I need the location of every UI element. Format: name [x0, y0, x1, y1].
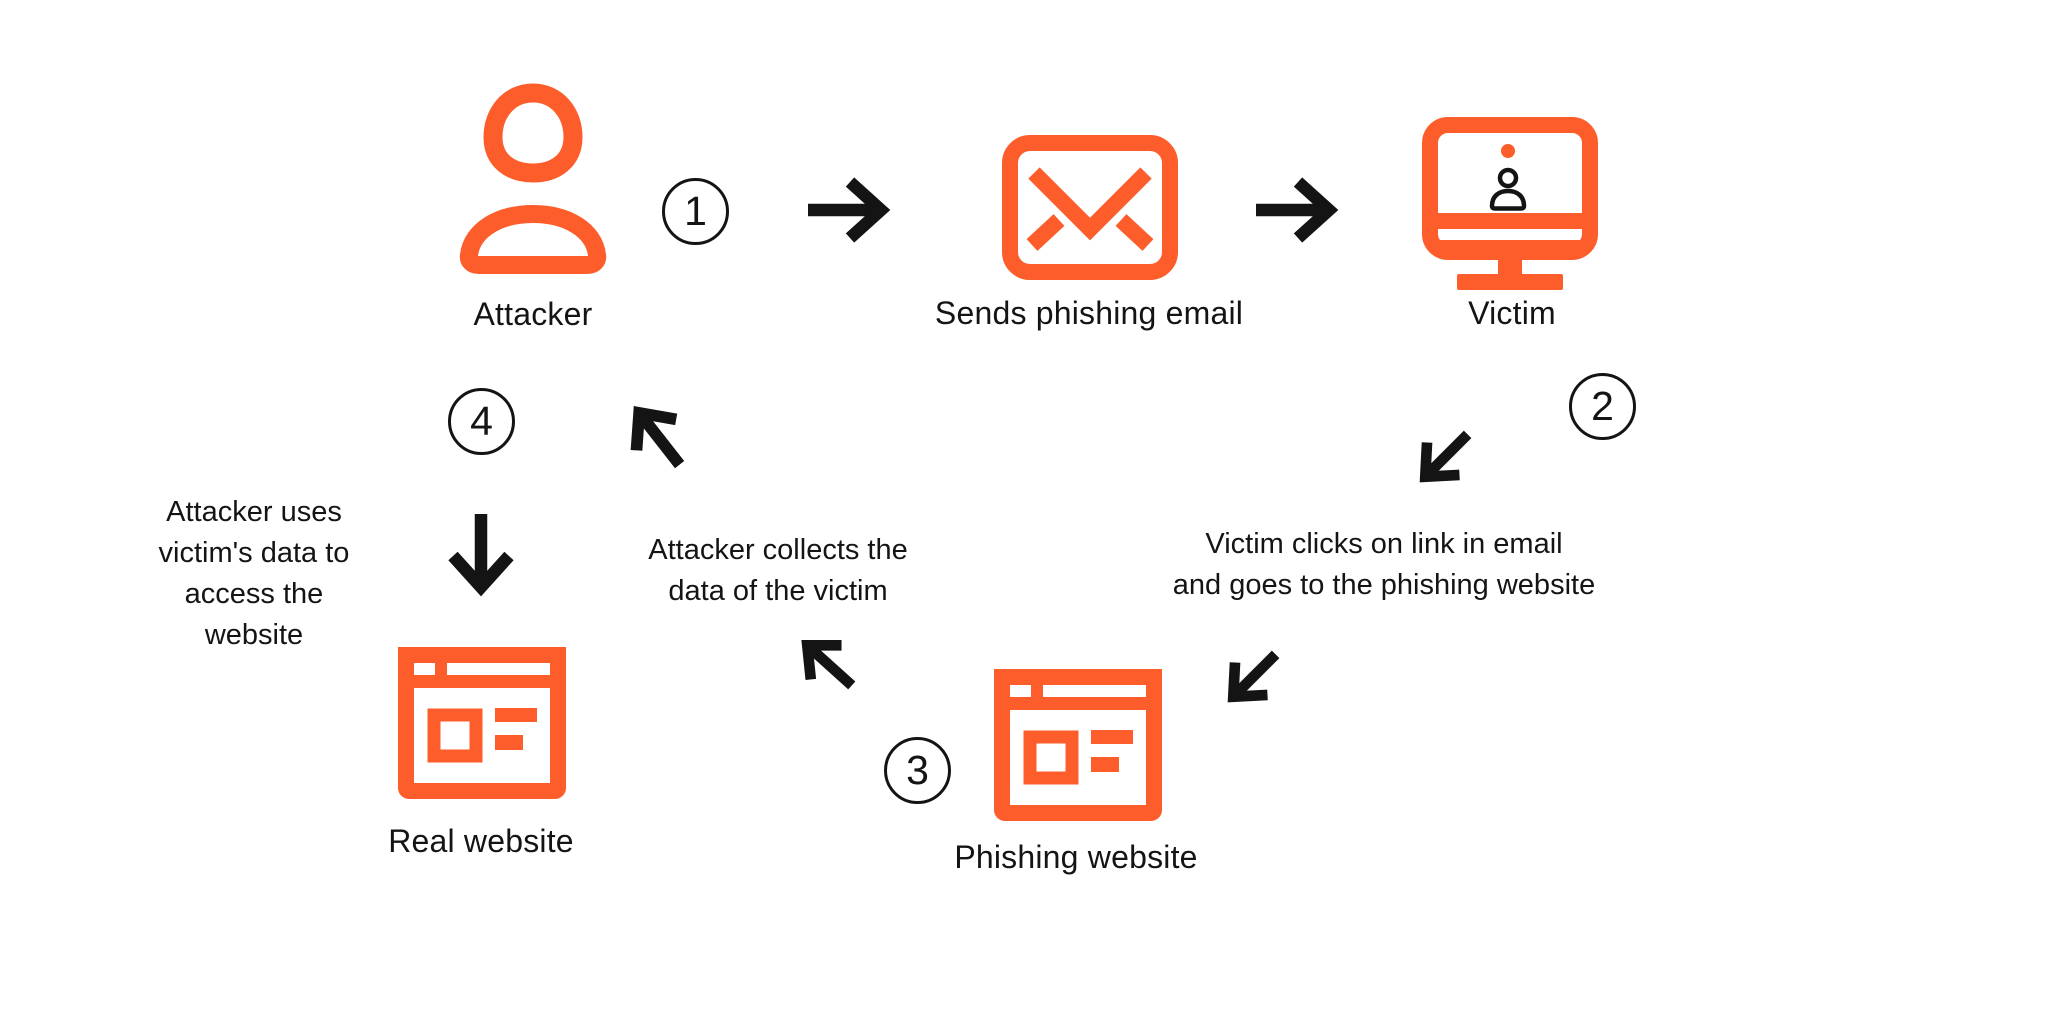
step-4-number: 4	[470, 398, 493, 444]
annotation-victim-clicks: Victim clicks on link in email and goes …	[1124, 524, 1644, 606]
arrow-up-left-icon	[801, 639, 856, 690]
arrow-right-icon	[1256, 177, 1339, 243]
flow-arrow-phishing-to-note	[784, 621, 871, 707]
browser-window-icon	[398, 647, 566, 799]
annotation-line: Victim clicks on link in email	[1205, 528, 1563, 560]
phishing-website-label: Phishing website	[954, 839, 1198, 875]
arrow-down-icon	[448, 514, 514, 597]
flow-arrow-email-to-victim	[1253, 177, 1339, 243]
annotation-line: Attacker uses	[166, 496, 342, 528]
flow-arrow-note-to-phishing	[1210, 634, 1297, 721]
flow-arrow-attacker-to-real-site	[448, 511, 514, 597]
annotation-attacker-collects: Attacker collects the data of the victim	[598, 530, 958, 612]
step-4-marker: 4	[448, 388, 515, 455]
flow-arrow-attacker-to-email	[805, 177, 891, 243]
monitor-user-icon	[1422, 117, 1598, 290]
step-2-marker: 2	[1569, 373, 1636, 440]
arrow-right-icon	[808, 177, 891, 243]
arrow-down-left-icon	[1419, 430, 1472, 483]
step-2-number: 2	[1591, 383, 1614, 429]
flow-arrow-victim-to-note	[1402, 414, 1489, 501]
victim-label: Victim	[1468, 295, 1556, 331]
annotation-attacker-uses: Attacker uses victim's data to access th…	[114, 492, 394, 656]
annotation-line: Attacker collects the	[648, 534, 908, 566]
annotation-line: data of the victim	[668, 575, 888, 607]
annotation-line: victim's data to	[158, 537, 350, 569]
step-1-number: 1	[684, 188, 707, 234]
envelope-icon	[1002, 135, 1178, 280]
real-website-label: Real website	[388, 823, 574, 859]
annotation-line: website	[204, 619, 304, 651]
step-3-marker: 3	[884, 737, 951, 804]
browser-window-icon	[994, 669, 1162, 821]
person-icon	[459, 83, 607, 274]
annotation-line: access the	[184, 578, 324, 610]
annotation-line: and goes to the phishing website	[1172, 569, 1596, 601]
arrow-up-left-icon	[630, 406, 685, 469]
flow-arrow-note-to-attacker	[611, 389, 704, 485]
email-label: Sends phishing email	[934, 295, 1244, 331]
step-1-marker: 1	[662, 178, 729, 245]
step-3-number: 3	[906, 747, 929, 793]
attacker-label: Attacker	[473, 296, 593, 332]
arrow-down-left-icon	[1227, 650, 1280, 703]
